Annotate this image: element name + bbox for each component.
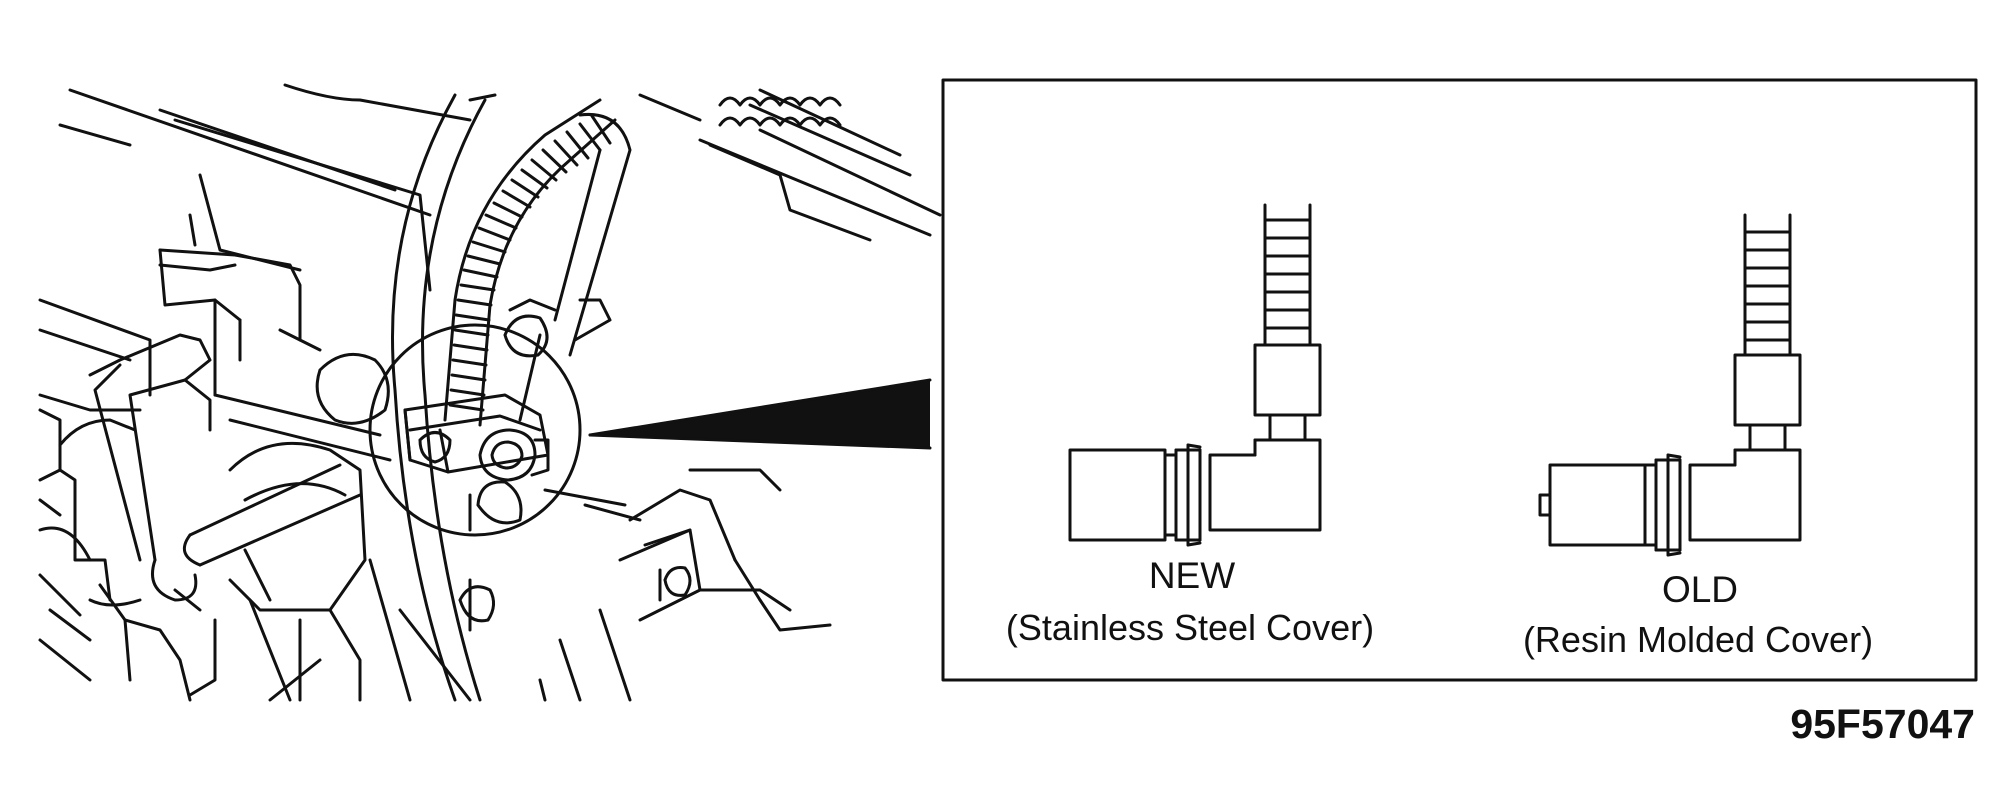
engine-transmission-illustration — [38, 83, 942, 702]
old-fitting-illustration — [1538, 213, 1802, 557]
old-description: (Resin Molded Cover) — [1523, 619, 1873, 660]
detail-callout-circle — [368, 323, 582, 537]
new-description: (Stainless Steel Cover) — [1006, 607, 1374, 648]
figure-code: 95F57047 — [1790, 701, 1975, 747]
new-label: NEW — [1149, 555, 1235, 596]
detail-box — [941, 78, 1978, 682]
old-label: OLD — [1662, 569, 1738, 610]
callout-pointer — [590, 380, 930, 448]
new-fitting-illustration — [1068, 203, 1322, 547]
hose-clamp-bracket — [403, 393, 550, 482]
corrugated-hose — [443, 98, 617, 427]
